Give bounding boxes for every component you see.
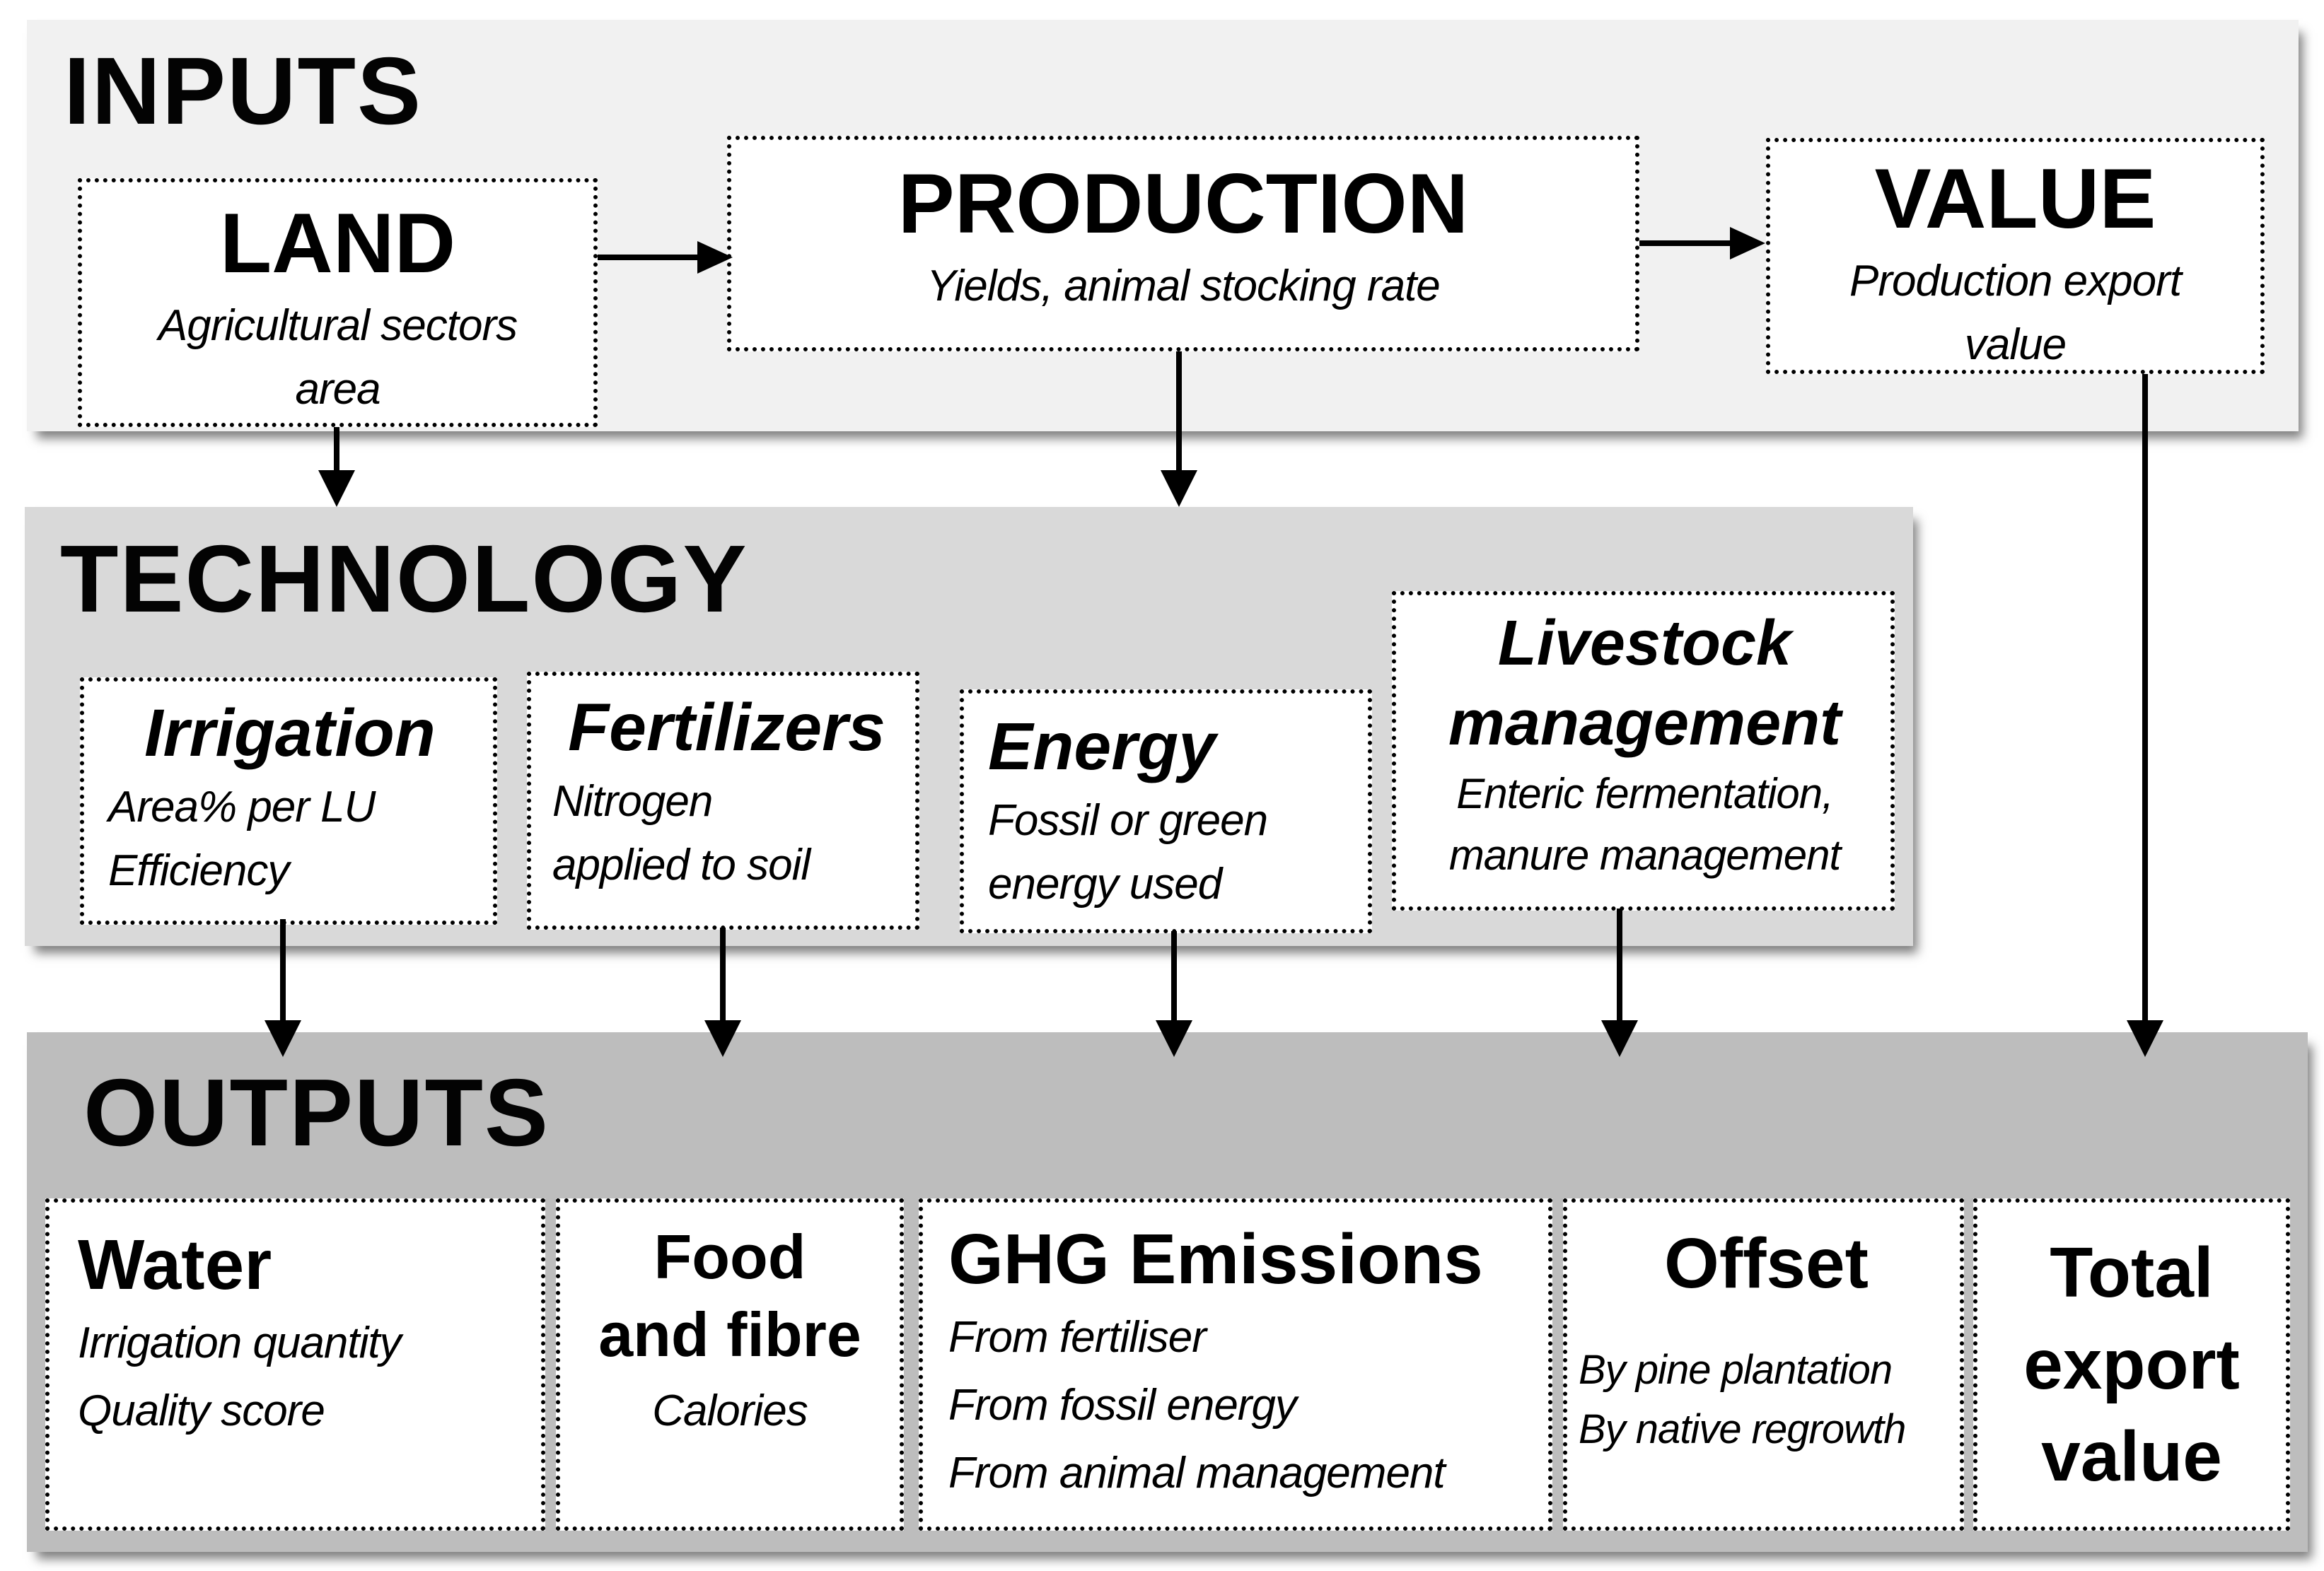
offset-title: Offset <box>1664 1224 1869 1303</box>
arrowhead-down-icon <box>1601 1020 1638 1057</box>
arrow-shaft <box>1171 931 1177 1024</box>
arrowhead-down-icon <box>2127 1020 2163 1057</box>
fertilizers-box: Fertilizers Nitrogen applied to soil <box>527 672 919 930</box>
total-export-value-box: Total export value <box>1973 1198 2290 1531</box>
livestock-management-box: Livestock management Enteric fermentatio… <box>1392 591 1895 911</box>
livestock-subtitle-line: manure management <box>1448 831 1841 879</box>
arrowhead-down-icon <box>1156 1020 1192 1057</box>
arrow-shaft <box>2142 374 2148 1025</box>
inputs-heading: INPUTS <box>64 37 423 144</box>
total-title-line: value <box>2041 1417 2222 1496</box>
arrow-shaft <box>1176 351 1182 475</box>
arrow-shaft <box>1639 240 1735 246</box>
arrow-shaft <box>334 427 339 475</box>
water-title: Water <box>78 1225 272 1304</box>
arrowhead-down-icon <box>1161 470 1197 507</box>
irrigation-box: Irrigation Area% per LU Efficiency <box>80 677 497 925</box>
arrow-shaft <box>598 255 702 260</box>
ghg-title: GHG Emissions <box>948 1220 1483 1299</box>
fertilizers-subtitle-line: applied to soil <box>552 840 811 889</box>
ghg-subtitle-line: From animal management <box>948 1449 1446 1498</box>
production-subtitle-line: Yields, animal stocking rate <box>926 262 1441 310</box>
energy-subtitle-line: Fossil or green <box>988 795 1268 845</box>
food-title-line: and fibre <box>598 1300 861 1369</box>
water-subtitle-line: Irrigation quantity <box>78 1319 402 1367</box>
value-subtitle-line: value <box>1964 320 2067 369</box>
land-subtitle-line: Agricultural sectors <box>158 301 518 350</box>
arrow-shaft <box>720 928 726 1024</box>
ghg-subtitle-line: From fossil energy <box>948 1381 1297 1430</box>
ghg-emissions-box: GHG Emissions From fertiliser From fossi… <box>919 1198 1552 1531</box>
fertilizers-subtitle-line: Nitrogen <box>552 776 713 826</box>
offset-subtitle-line: By native regrowth <box>1579 1406 1906 1453</box>
production-box: PRODUCTION Yields, animal stocking rate <box>727 136 1639 351</box>
outputs-heading: OUTPUTS <box>83 1059 550 1166</box>
irrigation-title: Irrigation <box>144 696 436 771</box>
energy-box: Energy Fossil or green energy used <box>960 689 1372 933</box>
irrigation-subtitle-line: Area% per LU <box>108 782 376 831</box>
energy-subtitle-line: energy used <box>988 859 1222 909</box>
food-subtitle-line: Calories <box>652 1386 808 1435</box>
arrow-shaft <box>1617 909 1622 1024</box>
water-subtitle-line: Quality score <box>78 1386 325 1436</box>
land-title: LAND <box>219 196 456 291</box>
livestock-title-line: management <box>1448 687 1842 759</box>
value-box: VALUE Production export value <box>1766 138 2265 374</box>
arrowhead-right-icon <box>697 241 733 274</box>
irrigation-subtitle-line: Efficiency <box>108 846 289 895</box>
arrowhead-down-icon <box>318 470 355 507</box>
arrowhead-right-icon <box>1730 227 1765 259</box>
arrowhead-down-icon <box>704 1020 741 1057</box>
land-subtitle-line: area <box>295 364 380 414</box>
water-box: Water Irrigation quantity Quality score <box>45 1198 545 1531</box>
production-title: PRODUCTION <box>897 156 1469 251</box>
total-title-line: Total <box>2050 1233 2214 1312</box>
livestock-title-line: Livestock <box>1497 608 1792 679</box>
offset-box: Offset By pine plantation By native regr… <box>1563 1198 1964 1531</box>
offset-subtitle-line: By pine plantation <box>1579 1347 1893 1393</box>
total-title-line: export <box>2023 1325 2240 1404</box>
arrow-shaft <box>280 919 286 1024</box>
food-title-line: Food <box>653 1222 806 1292</box>
arrowhead-down-icon <box>265 1020 301 1057</box>
livestock-subtitle-line: Enteric fermentation, <box>1456 770 1834 817</box>
ghg-subtitle-line: From fertiliser <box>948 1313 1207 1362</box>
value-title: VALUE <box>1874 151 2156 246</box>
fertilizers-title: Fertilizers <box>568 690 885 765</box>
technology-heading: TECHNOLOGY <box>60 525 748 632</box>
energy-title: Energy <box>988 709 1216 784</box>
land-box: LAND Agricultural sectors area <box>78 178 598 427</box>
food-and-fibre-box: Food and fibre Calories <box>556 1198 904 1531</box>
value-subtitle-line: Production export <box>1849 257 2182 305</box>
